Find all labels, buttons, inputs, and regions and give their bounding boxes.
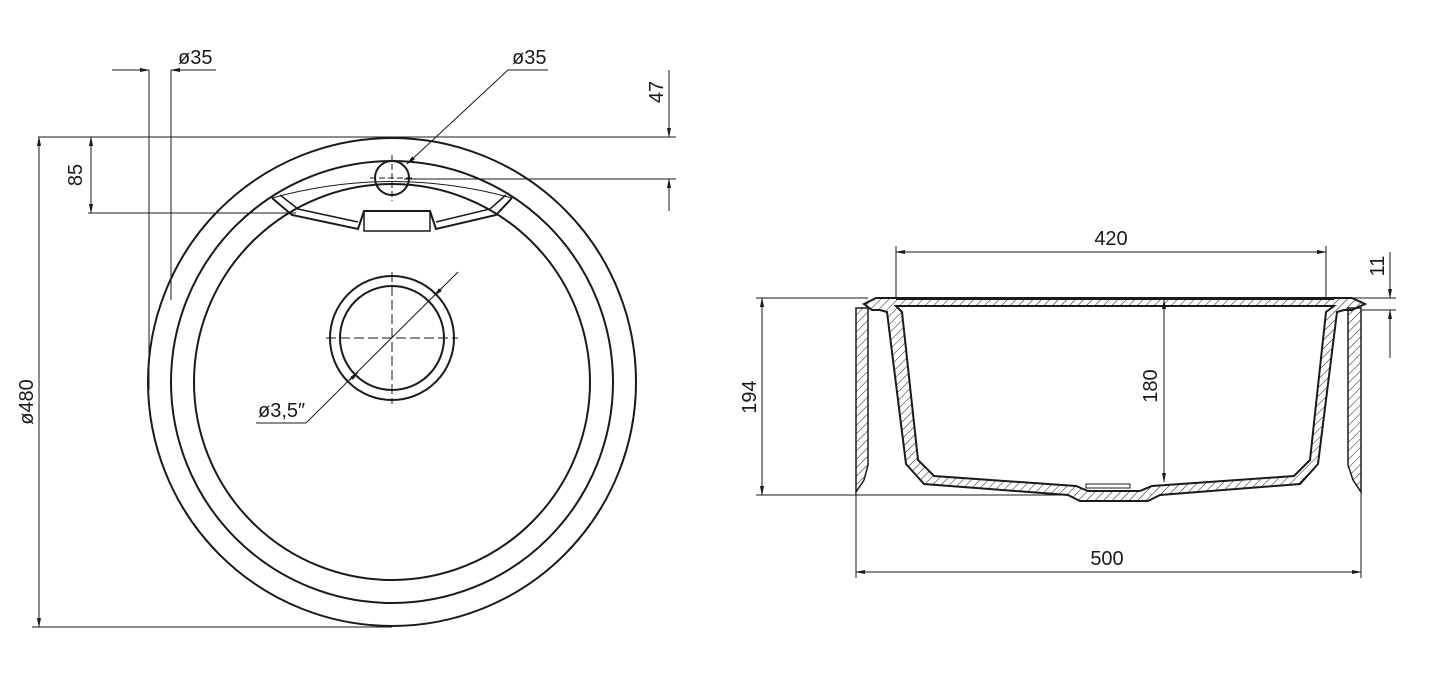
tap-ledge-bevel-right [435,194,507,223]
sink-rim-inner [170,160,614,604]
tap-ledge [271,197,513,231]
overflow-leader [406,69,509,165]
drain-opening-section [1085,483,1131,489]
tap-offset-label: 85 [65,164,87,186]
bowl-width-label: 420 [1094,228,1127,250]
tap-ledge-bevel-left [279,194,359,223]
tap-hole-diameter-label: ø35 [178,47,212,69]
countertop-right-hatch [1347,307,1362,495]
tap-ledge-back [271,181,513,199]
overall-height-label: 194 [739,380,761,413]
drain-diameter-leader [305,271,459,424]
overflow-offset-label: 47 [646,81,668,103]
drain-diameter-arrow-b [349,371,359,381]
tap-ledge-front [363,211,431,232]
countertop-left-hatch [855,307,869,495]
drain-diameter-arrow-a [433,287,443,297]
top-view: ø35 ø35 47 85 ø3,5″ ø480 [16,47,676,628]
bowl-depth-label: 180 [1140,369,1162,402]
overall-diameter-label: ø480 [16,379,38,425]
sink-wall-section [862,297,1368,502]
overflow-hole-diameter-label: ø35 [512,47,546,69]
section-view: 420 11 180 194 500 [739,228,1396,578]
bowl-edge [193,183,591,581]
rim-height-label: 11 [1367,256,1389,277]
sink-outer-edge [147,137,637,627]
overall-width-label: 500 [1090,548,1123,570]
drain-diameter-label: ø3,5″ [258,400,305,422]
